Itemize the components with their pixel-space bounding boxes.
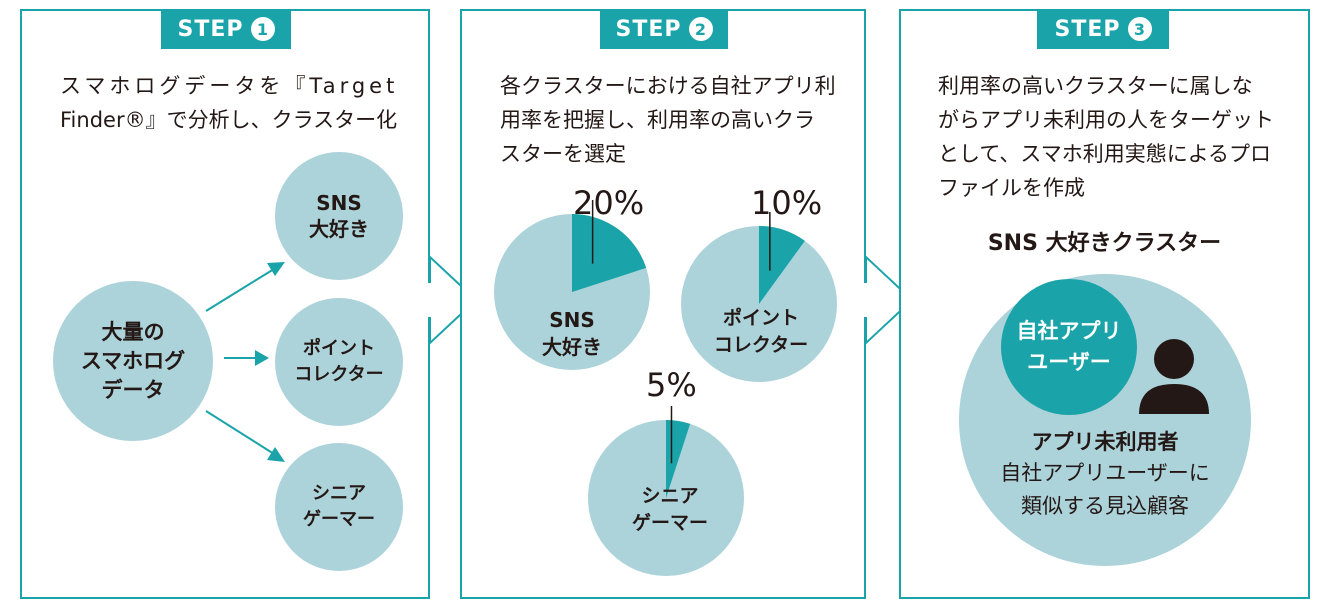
cluster-point-line: コレクター <box>294 364 384 385</box>
step1-badge-text: STEP <box>177 16 244 42</box>
cluster-title: SNS 大好きクラスター <box>987 231 1222 256</box>
cluster-circle-point: ポイント コレクター <box>275 298 403 426</box>
step2-description-line: 各クラスターにおける自社アプリ利 <box>500 74 836 98</box>
source-data-line: 大量の <box>101 319 165 344</box>
source-data-line: スマホログ <box>80 348 186 373</box>
pie-category-line: シニア <box>641 485 699 507</box>
step3-panel: STEP 3 利用率の高いクラスターに属しな がらアプリ未利用の人をターゲット … <box>899 9 1310 599</box>
step3-number-icon: 3 <box>1127 17 1152 41</box>
pie-value-label-sns: 20% <box>573 184 645 222</box>
app-user-line: 自社アプリ <box>1016 319 1122 343</box>
target-description: 自社アプリユーザーに 類似する見込顧客 <box>959 457 1251 523</box>
person-icon <box>1139 339 1209 414</box>
arrow-head-point <box>255 350 269 366</box>
pie-sns <box>494 200 650 370</box>
pie-category-line: コレクター <box>713 334 809 356</box>
step2-description-line: スターを選定 <box>500 142 626 166</box>
pie-point <box>681 212 837 382</box>
step2-number-icon: 2 <box>688 17 713 41</box>
app-user-circle: 自社アプリ ユーザー <box>1001 279 1137 415</box>
arrow-head-senior <box>267 447 285 462</box>
step2-panel: STEP 2 各クラスターにおける自社アプリ利 用率を把握し、利用率の高いクラ … <box>460 9 866 599</box>
step1-description-line: Finder®』で分析し、クラスター化 <box>60 108 398 132</box>
pie-value-label-point: 10% <box>751 184 823 222</box>
step1-description-line: スマホログデータを『Target <box>60 74 399 98</box>
pie-value-label-senior: 5% <box>646 366 697 404</box>
step3-description-line: 利用率の高いクラスターに属しな <box>938 74 1253 98</box>
step2-description-line: 用率を把握し、利用率の高いクラ <box>500 108 815 132</box>
pie-category-label-point: ポイント コレクター <box>696 305 826 359</box>
cluster-circle-senior: シニア ゲーマー <box>275 443 403 571</box>
cluster-circle-sns: SNS 大好き <box>275 152 403 280</box>
step2-badge-text: STEP <box>615 16 682 42</box>
pie-senior <box>588 406 744 576</box>
step2-description: 各クラスターにおける自社アプリ利 用率を把握し、利用率の高いクラ スターを選定 <box>500 69 836 171</box>
arrow-to-senior <box>205 410 275 455</box>
pie-category-line: ゲーマー <box>631 512 708 534</box>
cluster-sns-line: 大好き <box>309 217 369 241</box>
step1-panel: STEP 1 スマホログデータを『Target Finder®』で分析し、クラス… <box>20 9 430 599</box>
target-description-line: 類似する見込顧客 <box>1021 494 1189 518</box>
target-description-line: 自社アプリユーザーに <box>1000 461 1210 485</box>
step1-badge: STEP 1 <box>161 9 291 49</box>
pie-category-line: 大好き <box>542 335 602 359</box>
step3-description-line: として、スマホ利用実態によるプロ <box>938 142 1272 166</box>
pie-category-line: ポイント <box>722 307 799 329</box>
app-user-line: ユーザー <box>1027 350 1111 374</box>
target-title: アプリ未利用者 <box>1031 430 1179 454</box>
source-data-circle: 大量の スマホログ データ <box>53 281 213 441</box>
step3-description-line: ファイルを作成 <box>938 176 1085 200</box>
cluster-senior-line: ゲーマー <box>303 509 375 530</box>
pie-slice-sns <box>572 214 647 292</box>
step3-description-line: がらアプリ未利用の人をターゲット <box>938 108 1274 132</box>
step3-description: 利用率の高いクラスターに属しな がらアプリ未利用の人をターゲット として、スマホ… <box>938 69 1274 205</box>
step1-arrows <box>205 262 285 462</box>
arrow-to-sns <box>205 268 275 312</box>
arrow-head-sns <box>267 262 285 276</box>
cluster-senior-line: シニア <box>312 483 366 504</box>
pie-category-label-senior: シニア ゲーマー <box>615 483 725 537</box>
step1-number-icon: 1 <box>250 17 275 41</box>
step1-description: スマホログデータを『Target Finder®』で分析し、クラスター化 <box>60 69 398 137</box>
cluster-point-line: ポイント <box>303 338 375 359</box>
cluster-sns-line: SNS <box>316 191 362 215</box>
step2-badge: STEP 2 <box>600 9 728 49</box>
step3-badge-text: STEP <box>1054 16 1121 42</box>
step3-badge: STEP 3 <box>1037 9 1169 49</box>
pie-category-label-sns: SNS 大好き <box>522 307 622 361</box>
source-data-line: データ <box>101 377 165 402</box>
pie-charts <box>494 200 837 576</box>
pie-category-line: SNS <box>549 308 595 332</box>
